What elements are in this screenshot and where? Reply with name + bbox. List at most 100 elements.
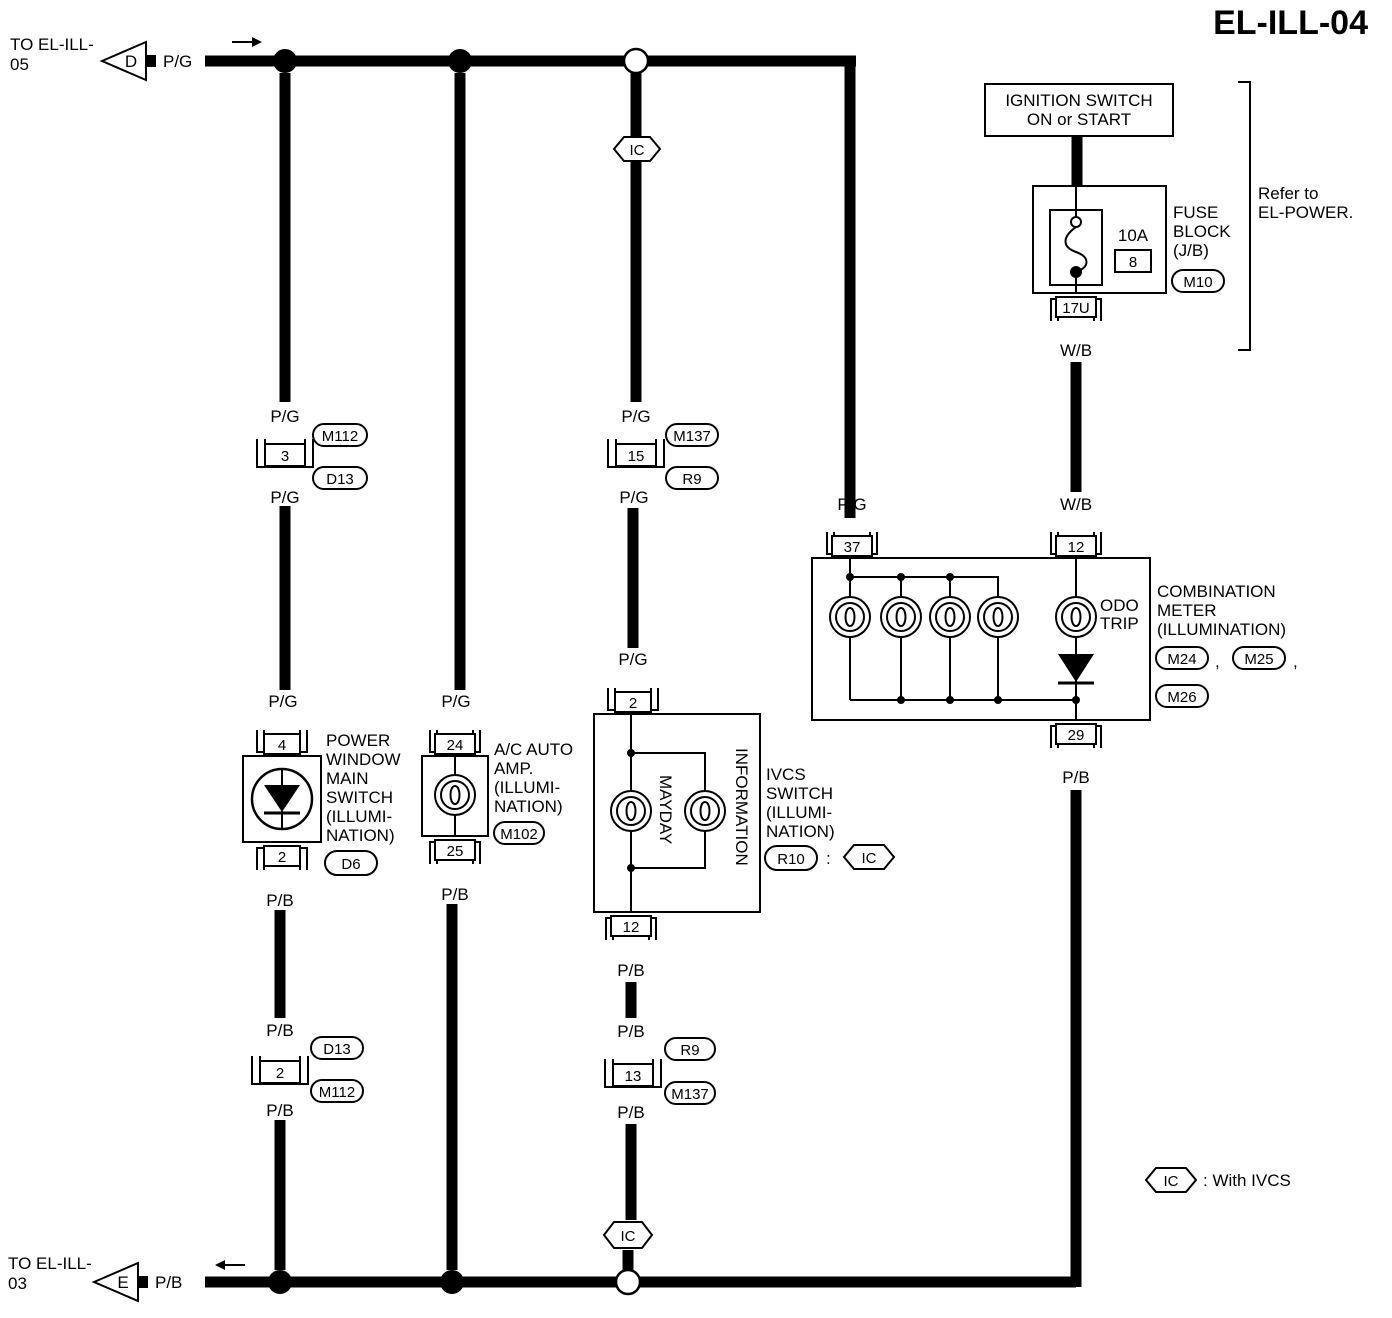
- pw-switch-pin-bot[interactable]: 2: [256, 845, 308, 871]
- combination-meter[interactable]: ODO TRIP: [811, 557, 1151, 721]
- joint-connector-15[interactable]: 15: [607, 438, 665, 468]
- meter-pin-29[interactable]: 29: [1050, 723, 1102, 749]
- conn-tag-r9-top[interactable]: R9: [665, 466, 719, 490]
- fuse-pin-17u[interactable]: 17U: [1050, 296, 1102, 322]
- ivcs-pin-bot[interactable]: 12: [605, 915, 657, 941]
- pw-switch-label: POWER WINDOW MAIN SWITCH (ILLUMI- NATION…: [326, 731, 401, 845]
- svg-text:(ILLUMI-: (ILLUMI-: [766, 803, 832, 822]
- conn-tag-r10[interactable]: R10: [764, 845, 818, 871]
- offpage-e-to-line2: 03: [8, 1274, 27, 1293]
- joint-connector-2[interactable]: 2: [251, 1055, 309, 1085]
- conn-tag-m137-bot[interactable]: M137: [664, 1081, 716, 1105]
- fuse-number: 8: [1129, 254, 1137, 271]
- ivcs-switch[interactable]: MAYDAY INFORMATION: [593, 713, 761, 913]
- meter-wire-c: P/B: [1062, 768, 1089, 787]
- lamp-icon: [434, 774, 476, 816]
- fuse-icon: [1064, 226, 1088, 273]
- meter-lamp-1-icon: [829, 596, 871, 638]
- meter-conn-comma-2: ,: [1293, 652, 1298, 671]
- diagram-title: EL-ILL-04: [1213, 4, 1368, 42]
- combination-meter-label: COMBINATION METER (ILLUMINATION): [1157, 582, 1286, 639]
- ac-amp-pin-bot[interactable]: 25: [429, 839, 481, 865]
- meter-conn-comma-1: ,: [1215, 652, 1220, 671]
- ignition-switch-box[interactable]: IGNITION SWITCH ON or START: [984, 83, 1174, 137]
- conn-tag-d13-top[interactable]: D13: [312, 466, 368, 490]
- conn-tag-m102[interactable]: M102: [493, 821, 545, 845]
- fuse-wire-color: W/B: [1060, 341, 1092, 360]
- svg-text:COMBINATION: COMBINATION: [1157, 582, 1276, 601]
- svg-text:IGNITION SWITCH: IGNITION SWITCH: [1005, 91, 1152, 110]
- svg-text:ON or START: ON or START: [1027, 110, 1131, 129]
- column-3-wires: [622, 73, 642, 1270]
- svg-text:M137: M137: [671, 1086, 709, 1103]
- svg-text:A/C AUTO: A/C AUTO: [494, 740, 573, 759]
- svg-text:IVCS: IVCS: [766, 765, 806, 784]
- splice-bottom-3-optional: [614, 1268, 642, 1296]
- svg-text:R9: R9: [682, 471, 701, 488]
- svg-text:M112: M112: [319, 1084, 355, 1101]
- splice-top-1: [273, 49, 297, 73]
- odo-trip-lamp-icon: [1055, 596, 1097, 638]
- conn-tag-m10[interactable]: M10: [1171, 269, 1225, 293]
- offpage-d-to-line1: TO EL-ILL-: [10, 35, 94, 54]
- ac-wire-top: P/G: [441, 692, 470, 711]
- fuse-block-label: FUSE BLOCK (J/B): [1173, 203, 1231, 260]
- pw-wire-bot: P/B: [266, 891, 293, 910]
- svg-text:BLOCK: BLOCK: [1173, 222, 1231, 241]
- joint-connector-3[interactable]: 3: [256, 438, 314, 468]
- offpage-e-wire-color: P/B: [155, 1273, 182, 1292]
- svg-text:R10: R10: [777, 851, 805, 868]
- svg-text:NATION): NATION): [766, 822, 835, 841]
- meter-lamp-3-icon: [929, 596, 971, 638]
- svg-text:29: 29: [1068, 727, 1085, 744]
- meter-pin-37[interactable]: 37: [826, 531, 878, 557]
- power-window-main-switch[interactable]: [242, 755, 322, 843]
- conn-tag-m112-bot[interactable]: M112: [310, 1079, 364, 1103]
- conn-tag-r9-bot[interactable]: R9: [664, 1037, 716, 1061]
- svg-text:D13: D13: [323, 1041, 351, 1058]
- pw-wire-top: P/G: [268, 692, 297, 711]
- ac-auto-amp[interactable]: [421, 755, 489, 837]
- svg-text:SWITCH: SWITCH: [766, 784, 833, 803]
- refer-bracket: [1238, 81, 1251, 351]
- meter-diode-icon: [1058, 654, 1094, 682]
- offpage-e-to-line1: TO EL-ILL-: [8, 1254, 92, 1273]
- svg-text:M10: M10: [1183, 274, 1212, 291]
- offpage-connector-d[interactable]: D: [99, 40, 156, 82]
- svg-text:MAIN: MAIN: [326, 769, 369, 788]
- svg-text:37: 37: [844, 539, 861, 556]
- ivcs-lamp-information: INFORMATION: [732, 748, 751, 866]
- ic-tag-bottom[interactable]: IC: [602, 1221, 654, 1249]
- svg-text:D6: D6: [341, 856, 360, 873]
- meter-pin-12[interactable]: 12: [1050, 531, 1102, 557]
- joint-connector-13[interactable]: 13: [604, 1058, 662, 1088]
- svg-text:(J/B): (J/B): [1173, 241, 1209, 260]
- conn-tag-d13-bot[interactable]: D13: [310, 1036, 364, 1060]
- conn-tag-d6[interactable]: D6: [324, 850, 378, 876]
- svg-text:17U: 17U: [1062, 300, 1090, 317]
- refer-line1: Refer to: [1258, 184, 1318, 203]
- splice-bottom-1: [268, 1270, 292, 1294]
- conn-tag-m25[interactable]: M25: [1232, 646, 1286, 670]
- svg-text:NATION): NATION): [494, 797, 563, 816]
- offpage-d-wire-color: P/G: [163, 52, 192, 71]
- meter-lamp-4-icon: [977, 596, 1019, 638]
- conn-tag-m26[interactable]: M26: [1155, 684, 1209, 708]
- conn-tag-m112-top[interactable]: M112: [312, 423, 368, 447]
- conn-tag-m24[interactable]: M24: [1155, 646, 1209, 670]
- svg-text:M26: M26: [1167, 689, 1196, 706]
- offpage-connector-e[interactable]: E: [91, 1261, 148, 1303]
- ic-tag-top[interactable]: IC: [612, 136, 662, 162]
- svg-text:SWITCH: SWITCH: [326, 788, 393, 807]
- conn-tag-m137-top[interactable]: M137: [665, 423, 719, 447]
- arrow-head-right-icon: [252, 37, 262, 47]
- ivcs-pin-top[interactable]: 2: [607, 687, 659, 713]
- svg-text:IC: IC: [630, 142, 645, 159]
- pw-switch-pin-top[interactable]: 4: [256, 729, 308, 755]
- offpage-d-to-line2: 05: [10, 55, 29, 74]
- ac-amp-pin-top[interactable]: 24: [429, 729, 481, 755]
- fuse-block[interactable]: 10A 8: [1032, 185, 1167, 294]
- meter-wire-a: P/G: [837, 495, 866, 514]
- svg-text:(ILLUMI-: (ILLUMI-: [326, 807, 392, 826]
- ic-tag-ivcs[interactable]: IC: [842, 844, 896, 870]
